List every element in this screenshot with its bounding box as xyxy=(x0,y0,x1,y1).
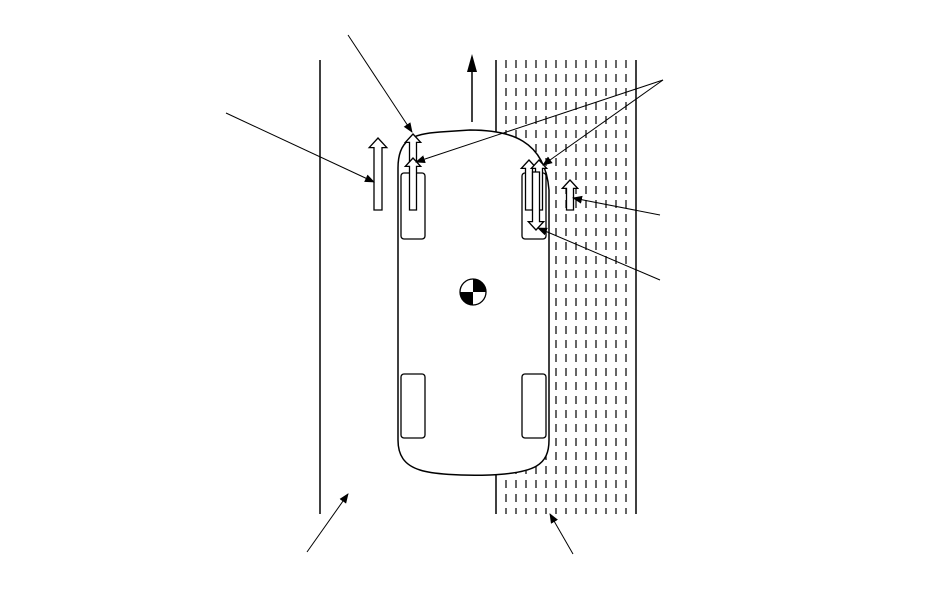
wheel-front-right-reverse-arrow xyxy=(526,171,546,231)
travel-direction-arrow xyxy=(467,54,477,122)
center-of-mass-symbol xyxy=(459,278,487,306)
leader-left xyxy=(225,112,375,183)
leader-top-right-a xyxy=(415,79,664,163)
leader-right-lower xyxy=(537,227,661,281)
leader-bottom-left xyxy=(306,493,349,553)
leader-top-right-b xyxy=(542,79,664,166)
road-force-arrow-left xyxy=(367,137,389,211)
leader-bottom-right xyxy=(549,513,574,555)
wheel-rear-right xyxy=(521,373,547,439)
wheel-rear-left xyxy=(400,373,426,439)
surface-force-arrow-right xyxy=(560,179,580,211)
leader-top-left xyxy=(347,34,413,133)
leader-right-middle xyxy=(572,195,661,216)
